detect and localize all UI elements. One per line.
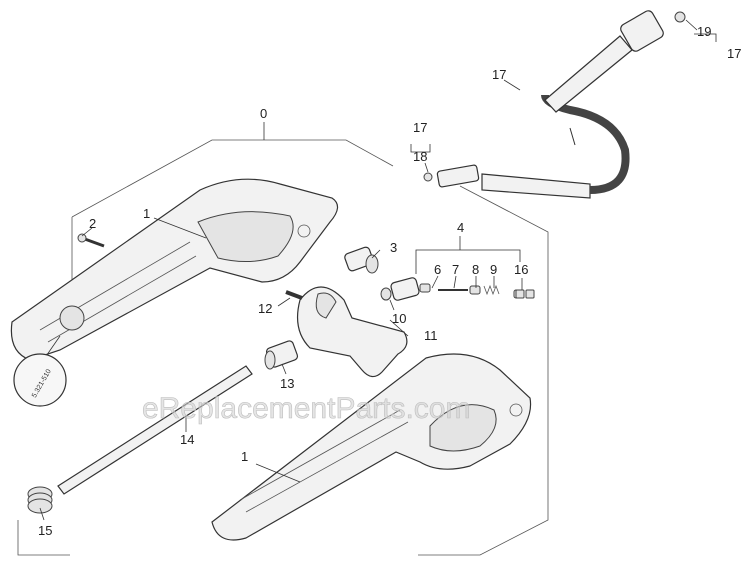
assembly-frame (17, 139, 549, 556)
label-part-6: 6 (434, 262, 441, 277)
label-part-17-top-right: 17 (727, 46, 741, 61)
label-part-19: 19 (697, 24, 711, 39)
label-part-1-top: 1 (143, 206, 150, 221)
label-part-16: 16 (514, 262, 528, 277)
pin-part-12[interactable] (285, 290, 303, 300)
label-part-10: 10 (392, 311, 406, 326)
serial-stamp-callout: 5.321-510 (13, 335, 67, 407)
label-part-17-mid: 17 (413, 120, 427, 135)
valve-components-part-4[interactable] (380, 277, 525, 301)
hose-assembly[interactable] (423, 9, 686, 199)
nut-part-13[interactable] (264, 340, 299, 370)
label-part-8: 8 (472, 262, 479, 277)
small-parts-16[interactable] (515, 289, 535, 299)
screw-part-2[interactable] (77, 233, 105, 248)
label-part-2: 2 (89, 216, 96, 231)
label-part-15: 15 (38, 523, 52, 538)
label-part-4: 4 (457, 220, 464, 235)
handle-half-left[interactable] (10, 178, 339, 361)
label-part-7: 7 (452, 262, 459, 277)
label-part-13: 13 (280, 376, 294, 391)
label-part-11: 11 (424, 328, 438, 343)
part-labels: 0 1 2 3 4 6 7 8 9 10 11 12 13 14 1 15 16… (38, 24, 741, 538)
label-part-14: 14 (180, 432, 194, 447)
spring-part-15[interactable] (27, 486, 53, 514)
label-part-12: 12 (258, 301, 272, 316)
label-part-17-hose: 17 (492, 67, 506, 82)
handle-half-right[interactable] (211, 353, 532, 541)
trigger-part-11[interactable] (297, 286, 408, 378)
watermark: eReplacementParts.com (142, 392, 470, 425)
label-part-18: 18 (413, 149, 427, 164)
label-part-3: 3 (390, 240, 397, 255)
label-part-1-bottom: 1 (241, 449, 248, 464)
leader-lines (39, 19, 717, 521)
label-part-0: 0 (260, 106, 267, 121)
label-part-9-group: 9 (490, 262, 497, 277)
lance-tube-part-14[interactable] (57, 365, 253, 495)
coupling-part-3[interactable] (344, 246, 379, 274)
